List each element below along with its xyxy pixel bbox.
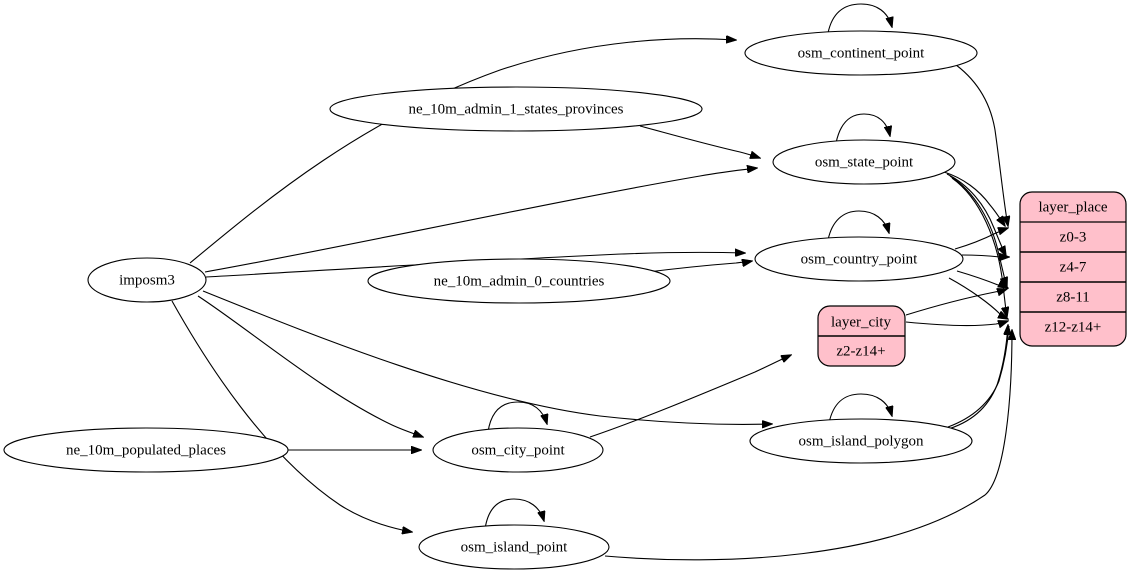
edge-ne-states-osm-state-point: [639, 125, 760, 158]
record-layer-place-row-z4-7[interactable]: z4-7: [1060, 259, 1087, 275]
node-osm-city-point[interactable]: osm_city_point: [432, 427, 604, 473]
record-layer-place-row-z0-3[interactable]: z0-3: [1060, 229, 1087, 245]
edge-self-osm-continent-point: [827, 3, 892, 34]
node-ne-countries-label: ne_10m_admin_0_countries: [434, 273, 605, 289]
node-osm-island-point[interactable]: osm_island_point: [418, 524, 610, 570]
edge-osm-island-polygon-z12-z14: [944, 325, 1008, 431]
edge-osm-state-point-z12-z14: [951, 177, 1007, 317]
node-ne-10m-populated-places[interactable]: ne_10m_populated_places: [3, 427, 289, 473]
edge-imposm3-osm-island-polygon: [202, 290, 772, 424]
edge-osm-island-polygon-z12-z14-b: [947, 325, 1010, 428]
node-layer: imposm3 ne_10m_admin_1_states_provinces …: [3, 30, 978, 570]
node-osm-country-point[interactable]: osm_country_point: [754, 236, 964, 282]
node-ne-populated-label: ne_10m_populated_places: [66, 442, 226, 458]
node-ne-10m-admin-1-states-provinces[interactable]: ne_10m_admin_1_states_provinces: [329, 86, 703, 132]
edge-osm-country-point-z12-z14: [948, 277, 1008, 319]
edge-imposm3-osm-continent-point: [189, 39, 736, 264]
edge-layer-city-z12-z14: [905, 321, 1008, 325]
node-imposm3[interactable]: imposm3: [87, 257, 207, 303]
node-osm-continent-point[interactable]: osm_continent_point: [744, 30, 978, 76]
edge-self-osm-island-point: [484, 498, 544, 530]
edge-osm-country-point-z8-11: [956, 270, 1008, 288]
edge-imposm3-osm-state-point: [204, 168, 757, 273]
record-layer-place-row-z8-11[interactable]: z8-11: [1056, 289, 1090, 305]
edge-layer: [171, 3, 1012, 561]
node-osm-continent-point-label: osm_continent_point: [798, 45, 925, 61]
edge-osm-state-point-z4-7: [946, 173, 1006, 256]
record-layer: layer_place z0-3 z4-7 z8-11 z12-z14+ lay…: [817, 191, 1127, 367]
node-osm-state-point-label: osm_state_point: [815, 154, 914, 170]
edge-imposm3-osm-island-point: [171, 300, 412, 532]
node-ne-10m-admin-0-countries[interactable]: ne_10m_admin_0_countries: [367, 258, 671, 304]
edge-imposm3-osm-city-point: [197, 295, 423, 437]
edge-osm-state-point-z8-11: [949, 175, 1007, 287]
record-layer-city[interactable]: layer_city z2-z14+: [817, 305, 906, 367]
node-osm-city-point-label: osm_city_point: [471, 442, 565, 458]
edge-ne-countries-osm-country-point: [647, 261, 752, 273]
node-osm-island-polygon[interactable]: osm_island_polygon: [749, 418, 973, 464]
edge-osm-country-point-z4-7: [961, 255, 1009, 257]
edge-self-osm-country-point: [827, 210, 889, 241]
node-osm-island-point-label: osm_island_point: [461, 539, 569, 555]
edge-self-osm-city-point: [487, 401, 547, 433]
record-layer-place-shell: [1019, 191, 1127, 347]
edge-self-osm-state-point: [835, 113, 890, 144]
node-osm-country-point-label: osm_country_point: [801, 251, 918, 267]
edge-imposm3-osm-country-point: [205, 252, 745, 278]
edge-self-osm-island-polygon: [828, 393, 892, 424]
record-layer-city-header: layer_city: [831, 314, 891, 330]
edge-osm-city-point-layer-city: [589, 355, 791, 438]
record-layer-place-row-z12-z14[interactable]: z12-z14+: [1045, 319, 1102, 335]
node-osm-state-point[interactable]: osm_state_point: [772, 139, 956, 185]
node-ne-states-label: ne_10m_admin_1_states_provinces: [409, 101, 624, 117]
node-osm-island-polygon-label: osm_island_polygon: [798, 433, 924, 449]
edge-osm-island-point-z12-z14: [604, 330, 1012, 561]
node-imposm3-label: imposm3: [119, 272, 175, 288]
record-layer-city-row-z2-z14[interactable]: z2-z14+: [836, 343, 885, 359]
edge-osm-continent-point-z0-3: [951, 61, 1008, 226]
edge-osm-state-point-z0-3: [943, 171, 1005, 226]
edge-osm-country-point-z0-3: [954, 228, 1008, 250]
edge-layer-city-z8-11: [905, 289, 1007, 316]
record-layer-place-header: layer_place: [1038, 199, 1107, 215]
record-layer-place[interactable]: layer_place z0-3 z4-7 z8-11 z12-z14+: [1019, 191, 1127, 347]
